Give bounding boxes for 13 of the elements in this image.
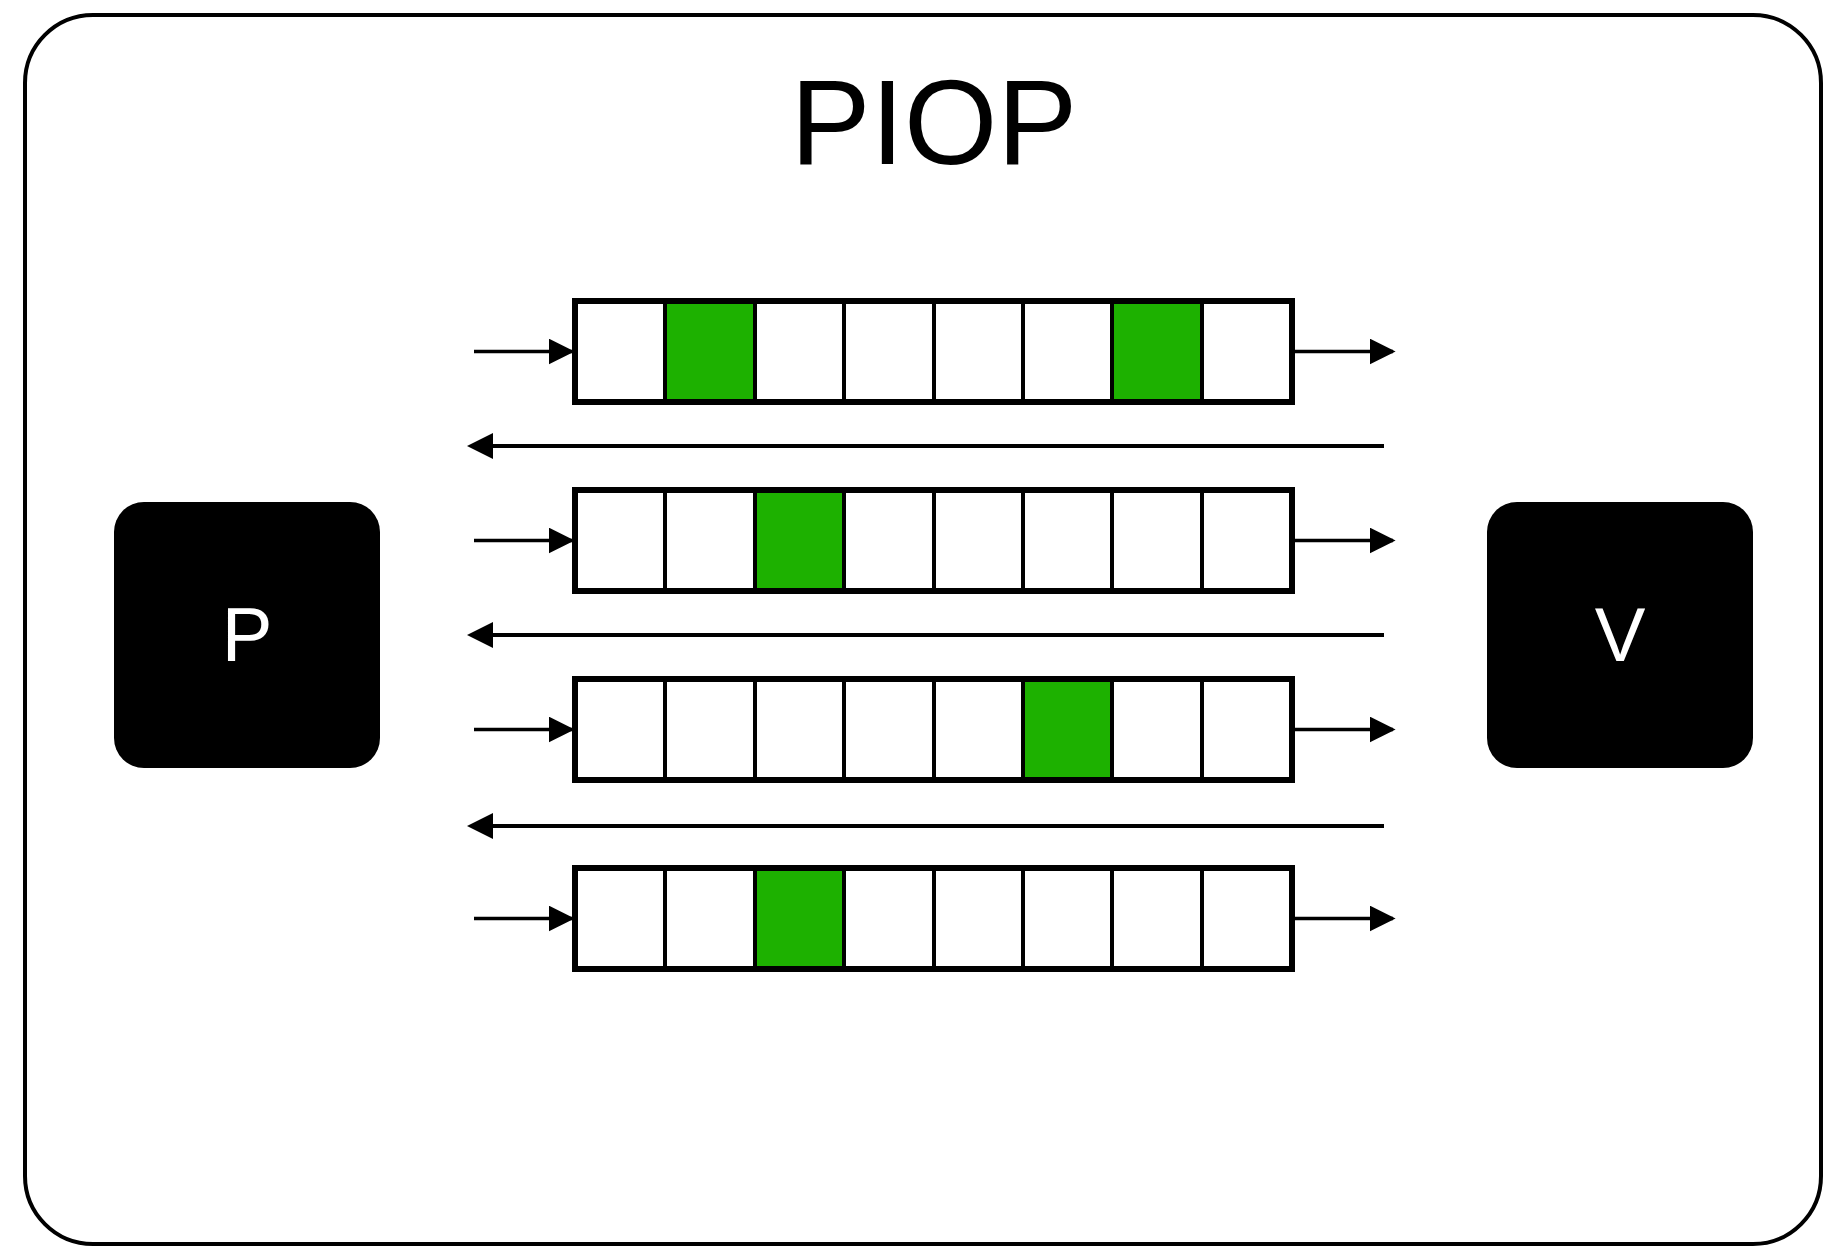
- cell-array: [572, 676, 1295, 783]
- party-box: [114, 502, 380, 768]
- party-box: [1487, 502, 1753, 768]
- arrow: [1295, 716, 1396, 743]
- cell-array: [572, 298, 1295, 405]
- title: PIOP: [789, 62, 1079, 182]
- arrow: [1295, 905, 1396, 932]
- cell-array: [572, 865, 1295, 972]
- arrow: [1295, 527, 1396, 554]
- arrow: [1295, 338, 1396, 365]
- cell-array: [572, 487, 1295, 594]
- party-label: V: [1594, 597, 1646, 673]
- party-label: P: [221, 597, 273, 673]
